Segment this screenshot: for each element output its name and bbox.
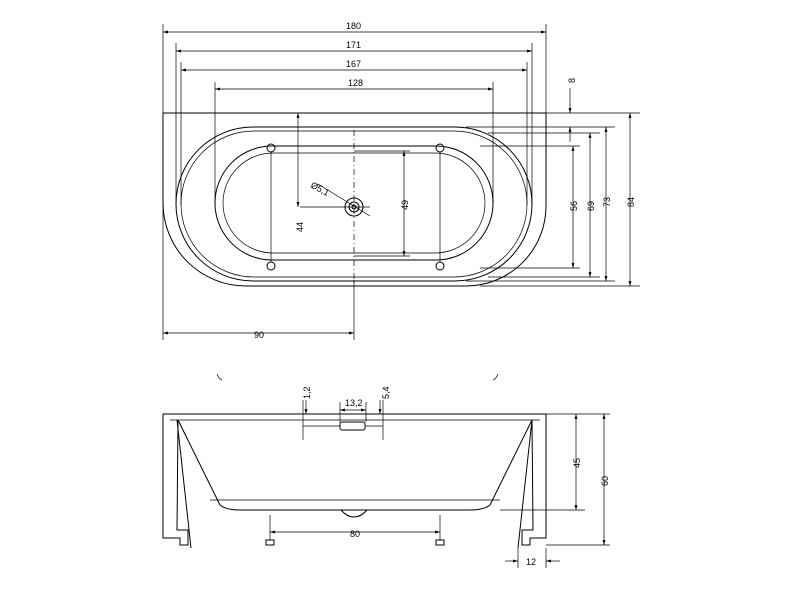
dim-offset-8-label: 8 [567, 78, 577, 83]
fixing-point-bottom-right [435, 261, 445, 271]
basin-outline [214, 145, 494, 261]
dim-width-128-label: 128 [348, 78, 363, 88]
dim-drain-offset-label: 44 [295, 222, 305, 232]
cut-mark-right [492, 373, 499, 381]
foot-left [265, 515, 275, 546]
dim-overflow-13-2-label: 13,2 [345, 398, 363, 408]
dim-depth-73-label: 73 [602, 197, 612, 207]
dim-depth-49-label: 49 [400, 200, 410, 210]
foot-right [435, 515, 445, 546]
dim-width-171 [175, 43, 533, 205]
dim-rim-1-2-label: 1,2 [302, 386, 312, 399]
basin-profile [177, 419, 533, 511]
drain-diameter-label: Ø5,1 [309, 180, 331, 198]
dim-width-167-label: 167 [346, 59, 361, 69]
dim-overall-width-label: 180 [346, 21, 361, 31]
dim-drain-center-90-label: 90 [254, 330, 264, 340]
dim-foot-12-label: 12 [526, 557, 536, 567]
dim-width-171-label: 171 [346, 40, 361, 50]
fixing-point-top-left [266, 143, 276, 153]
top-view: Ø5,1 180 171 167 128 44 [162, 21, 640, 381]
dim-overall-width [162, 24, 547, 340]
cut-mark-left [216, 373, 223, 381]
dim-width-167 [180, 62, 528, 205]
side-view: 13,2 1,2 5,4 45 60 80 12 [162, 386, 610, 568]
overflow-fitting [339, 421, 366, 431]
dim-feet-80-label: 80 [350, 529, 360, 539]
drain-profile [340, 509, 368, 518]
dim-overflow-5-4-label: 5,4 [381, 386, 391, 399]
dim-width-128 [214, 82, 494, 205]
dim-height-60-label: 60 [600, 476, 610, 486]
fixing-point-top-right [435, 143, 445, 153]
dim-depth-56-label: 56 [569, 201, 579, 211]
dim-depth-84-label: 84 [626, 197, 636, 207]
tub-outer-outline [162, 112, 547, 287]
left-apron [162, 414, 189, 546]
dim-inner-depth-45-label: 45 [572, 458, 582, 468]
fixing-point-bottom-left [266, 261, 276, 271]
dim-depth-69-label: 69 [586, 201, 596, 211]
right-apron [521, 414, 547, 546]
drain [317, 183, 371, 217]
